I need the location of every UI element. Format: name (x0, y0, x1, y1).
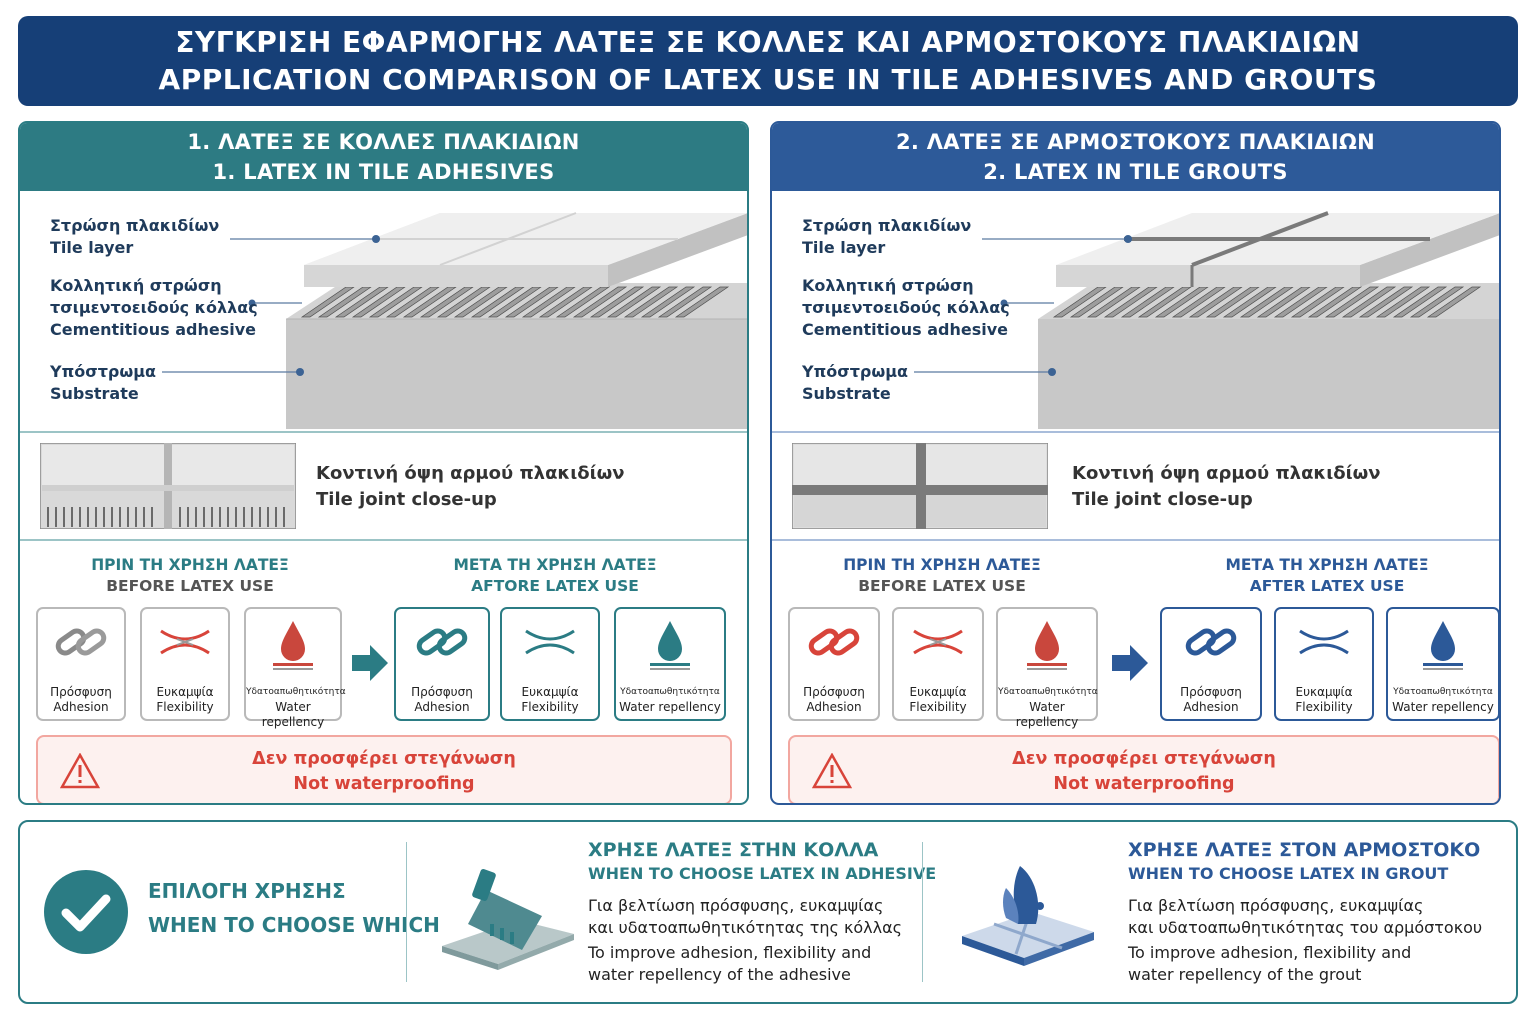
before-title: ΠΡΙΝ ΤΗ ΧΡΗΣΗ ΛΑΤΕΞ BEFORE LATEX USE (91, 556, 289, 595)
water-drop-icon (273, 621, 313, 670)
flex-arrows-icon (160, 629, 210, 655)
adhesive-comb-ridges (1052, 286, 1482, 318)
flex-arrows-icon (913, 629, 963, 655)
warning-triangle-icon (60, 753, 100, 789)
closeup-adhesives: Κοντινή όψη αρμού πλακιδίων Tile joint c… (20, 433, 747, 539)
panel-grouts: 2. ΛΑΤΕΞ ΣΕ ΑΡΜΟΣΤΟΚΟΥΣ ΠΛΑΚΙΔΙΩΝ 2. LAT… (770, 121, 1501, 805)
main-header: ΣΥΓΚΡΙΣΗ ΕΦΑΡΜΟΓΗΣ ΛΑΤΕΞ ΣΕ ΚΟΛΛΕΣ ΚΑΙ Α… (18, 16, 1518, 106)
water-drop-icon (1423, 621, 1463, 670)
warning-box: Δεν προσφέρει στεγάνωση Not waterproofin… (36, 735, 732, 803)
panel-adhesives-header: 1. ΛΑΤΕΞ ΣΕ ΚΟΛΛΕΣ ΠΛΑΚΙΔΙΩΝ 1. LATEX IN… (20, 123, 747, 191)
label-adhesive-layer: Κολλητική στρώση τσιμεντοειδούς κόλλας C… (802, 276, 1010, 339)
panel-grouts-title-en: 2. LATEX IN TILE GROUTS (983, 160, 1288, 184)
panel-adhesives-title-gr: 1. ΛΑΤΕΞ ΣΕ ΚΟΛΛΕΣ ΠΛΑΚΙΔΙΩΝ (187, 130, 580, 154)
grout-recommendation: ΧΡΗΣΕ ΛΑΤΕΞ ΣΤΟΝ ΑΡΜΟΣΤΟΚΟ WHEN TO CHOOS… (1128, 839, 1483, 984)
layer-diagram-grouts: Στρώση πλακιδίων Tile layer Κολλητική στ… (772, 191, 1499, 431)
layer-diagram-adhesives: Στρώση πλακιδίων Tile layer Κολλητική στ… (20, 191, 747, 431)
label-substrate: Υπόστρωμα Substrate (50, 362, 157, 403)
warning-triangle-icon (812, 753, 852, 789)
divider (20, 431, 747, 433)
layered-floor-illustration (20, 191, 747, 431)
divider (922, 842, 923, 982)
water-drop-icon (650, 621, 690, 670)
chain-link-icon (808, 628, 860, 656)
label-tile-layer: Στρώση πλακιδίων Tile layer (50, 216, 220, 257)
arrow-right-icon (352, 645, 388, 681)
before-title: ΠΡΙΝ ΤΗ ΧΡΗΣΗ ΛΑΤΕΞ BEFORE LATEX USE (843, 556, 1041, 595)
after-title: ΜΕΤΑ ΤΗ ΧΡΗΣΗ ΛΑΤΕΞ AFTER LATEX USE (1225, 556, 1429, 595)
comparison-grouts: ΠΡΙΝ ΤΗ ΧΡΗΣΗ ΛΑΤΕΞ BEFORE LATEX USE ΜΕΤ… (772, 541, 1499, 803)
grout-float-icon (962, 866, 1094, 966)
panel-adhesives-title-en: 1. LATEX IN TILE ADHESIVES (212, 160, 555, 184)
chain-link-icon (55, 628, 107, 656)
layered-floor-illustration (772, 191, 1499, 431)
divider (772, 539, 1499, 541)
tile-joint-closeup-image (40, 443, 296, 529)
water-drop-icon (1027, 621, 1067, 670)
trowel-icon (442, 869, 574, 970)
flex-arrows-icon (525, 629, 575, 655)
divider (406, 842, 407, 982)
warning-box: Δεν προσφέρει στεγάνωση Not waterproofin… (788, 735, 1499, 803)
after-title: ΜΕΤΑ ΤΗ ΧΡΗΣΗ ΛΑΤΕΞ AFTORE LATEX USE (453, 556, 657, 595)
label-substrate: Υπόστρωμα Substrate (802, 362, 909, 403)
closeup-grouts: Κοντινή όψη αρμού πλακιδίων Tile joint c… (772, 433, 1499, 539)
closeup-caption: Κοντινή όψη αρμού πλακιδίων Tile joint c… (316, 463, 625, 510)
tile-joint-closeup-image (792, 443, 1048, 529)
flex-arrows-icon (1299, 629, 1349, 655)
chain-link-icon (1185, 628, 1237, 656)
closeup-caption: Κοντινή όψη αρμού πλακιδίων Tile joint c… (1072, 463, 1381, 510)
comparison-adhesives: ΠΡΙΝ ΤΗ ΧΡΗΣΗ ΛΑΤΕΞ BEFORE LATEX USE ΜΕΤ… (20, 541, 747, 803)
divider (20, 539, 747, 541)
label-adhesive-layer: Κολλητική στρώση τσιμεντοειδούς κόλλας C… (50, 276, 258, 339)
adhesive-recommendation: ΧΡΗΣΕ ΛΑΤΕΞ ΣΤΗΝ ΚΟΛΛΑ WHEN TO CHOOSE LA… (588, 839, 937, 984)
when-to-choose-section: ΕΠΙΛΟΓΗ ΧΡΗΣΗΣ WHEN TO CHOOSE WHICH ΧΡΗΣ… (18, 820, 1518, 1004)
label-tile-layer: Στρώση πλακιδίων Tile layer (802, 216, 972, 257)
main-title-gr: ΣΥΓΚΡΙΣΗ ΕΦΑΡΜΟΓΗΣ ΛΑΤΕΞ ΣΕ ΚΟΛΛΕΣ ΚΑΙ Α… (175, 26, 1361, 59)
arrow-right-icon (1112, 645, 1148, 681)
choose-title: ΕΠΙΛΟΓΗ ΧΡΗΣΗΣ WHEN TO CHOOSE WHICH (148, 879, 440, 937)
divider (772, 431, 1499, 433)
chain-link-icon (416, 628, 468, 656)
panel-grouts-header: 2. ΛΑΤΕΞ ΣΕ ΑΡΜΟΣΤΟΚΟΥΣ ΠΛΑΚΙΔΙΩΝ 2. LAT… (772, 123, 1499, 191)
main-title-en: APPLICATION COMPARISON OF LATEX USE IN T… (158, 63, 1378, 96)
panel-adhesives: 1. ΛΑΤΕΞ ΣΕ ΚΟΛΛΕΣ ΠΛΑΚΙΔΙΩΝ 1. LATEX IN… (18, 121, 749, 805)
check-circle-icon (44, 870, 128, 954)
panel-grouts-title-gr: 2. ΛΑΤΕΞ ΣΕ ΑΡΜΟΣΤΟΚΟΥΣ ΠΛΑΚΙΔΙΩΝ (895, 130, 1376, 154)
